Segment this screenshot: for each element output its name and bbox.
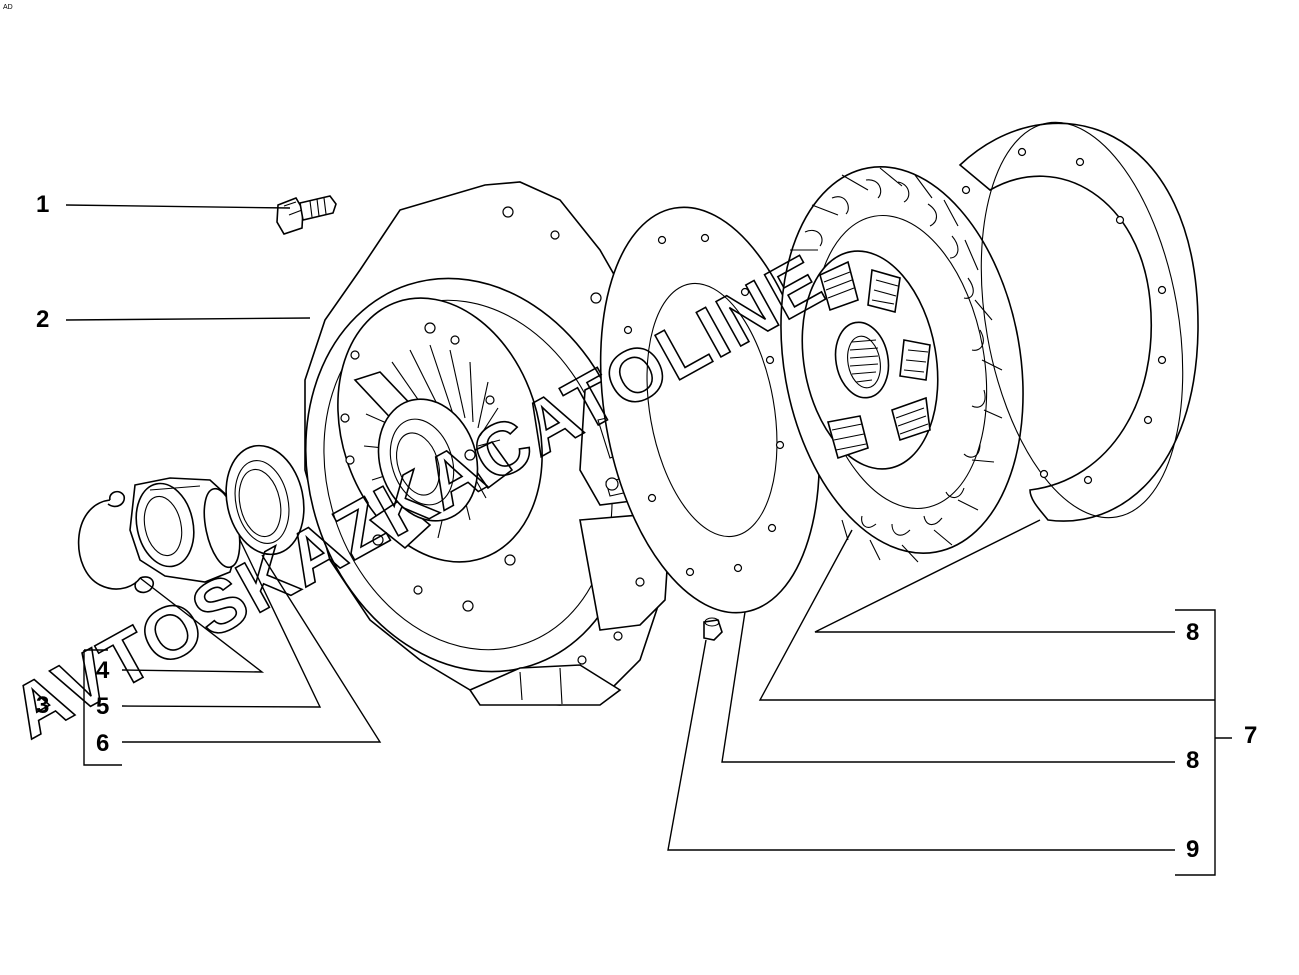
bolt-part-1 xyxy=(276,195,337,235)
callout-6: 6 xyxy=(96,730,109,757)
leader-lines xyxy=(65,204,1232,876)
release-bearing-part-4 xyxy=(129,477,241,583)
callout-7: 7 xyxy=(1244,722,1257,749)
callout-9: 9 xyxy=(1186,836,1199,863)
callout-8-bottom: 8 xyxy=(1186,747,1199,774)
callout-4: 4 xyxy=(96,657,110,684)
clutch-disc-assembly xyxy=(780,166,1024,563)
callout-2: 2 xyxy=(36,306,49,333)
bearing-ring-part-5 xyxy=(225,444,305,556)
spring-clip-part-3 xyxy=(77,490,155,594)
friction-ring-part-8-front xyxy=(599,206,821,614)
pin-part-9 xyxy=(703,617,723,641)
callout-3: 3 xyxy=(36,692,49,719)
callout-1: 1 xyxy=(36,191,49,218)
callout-8-top: 8 xyxy=(1186,619,1199,646)
corner-mark: AD xyxy=(3,4,13,11)
callout-numbers: 1 2 3 4 5 6 7 8 8 9 xyxy=(36,191,1257,863)
callout-5: 5 xyxy=(96,693,109,720)
pressure-plate-bolt-holes xyxy=(340,206,645,665)
pressure-plate-part-2 xyxy=(304,181,669,706)
friction-ring-part-8-rear xyxy=(958,121,1199,522)
